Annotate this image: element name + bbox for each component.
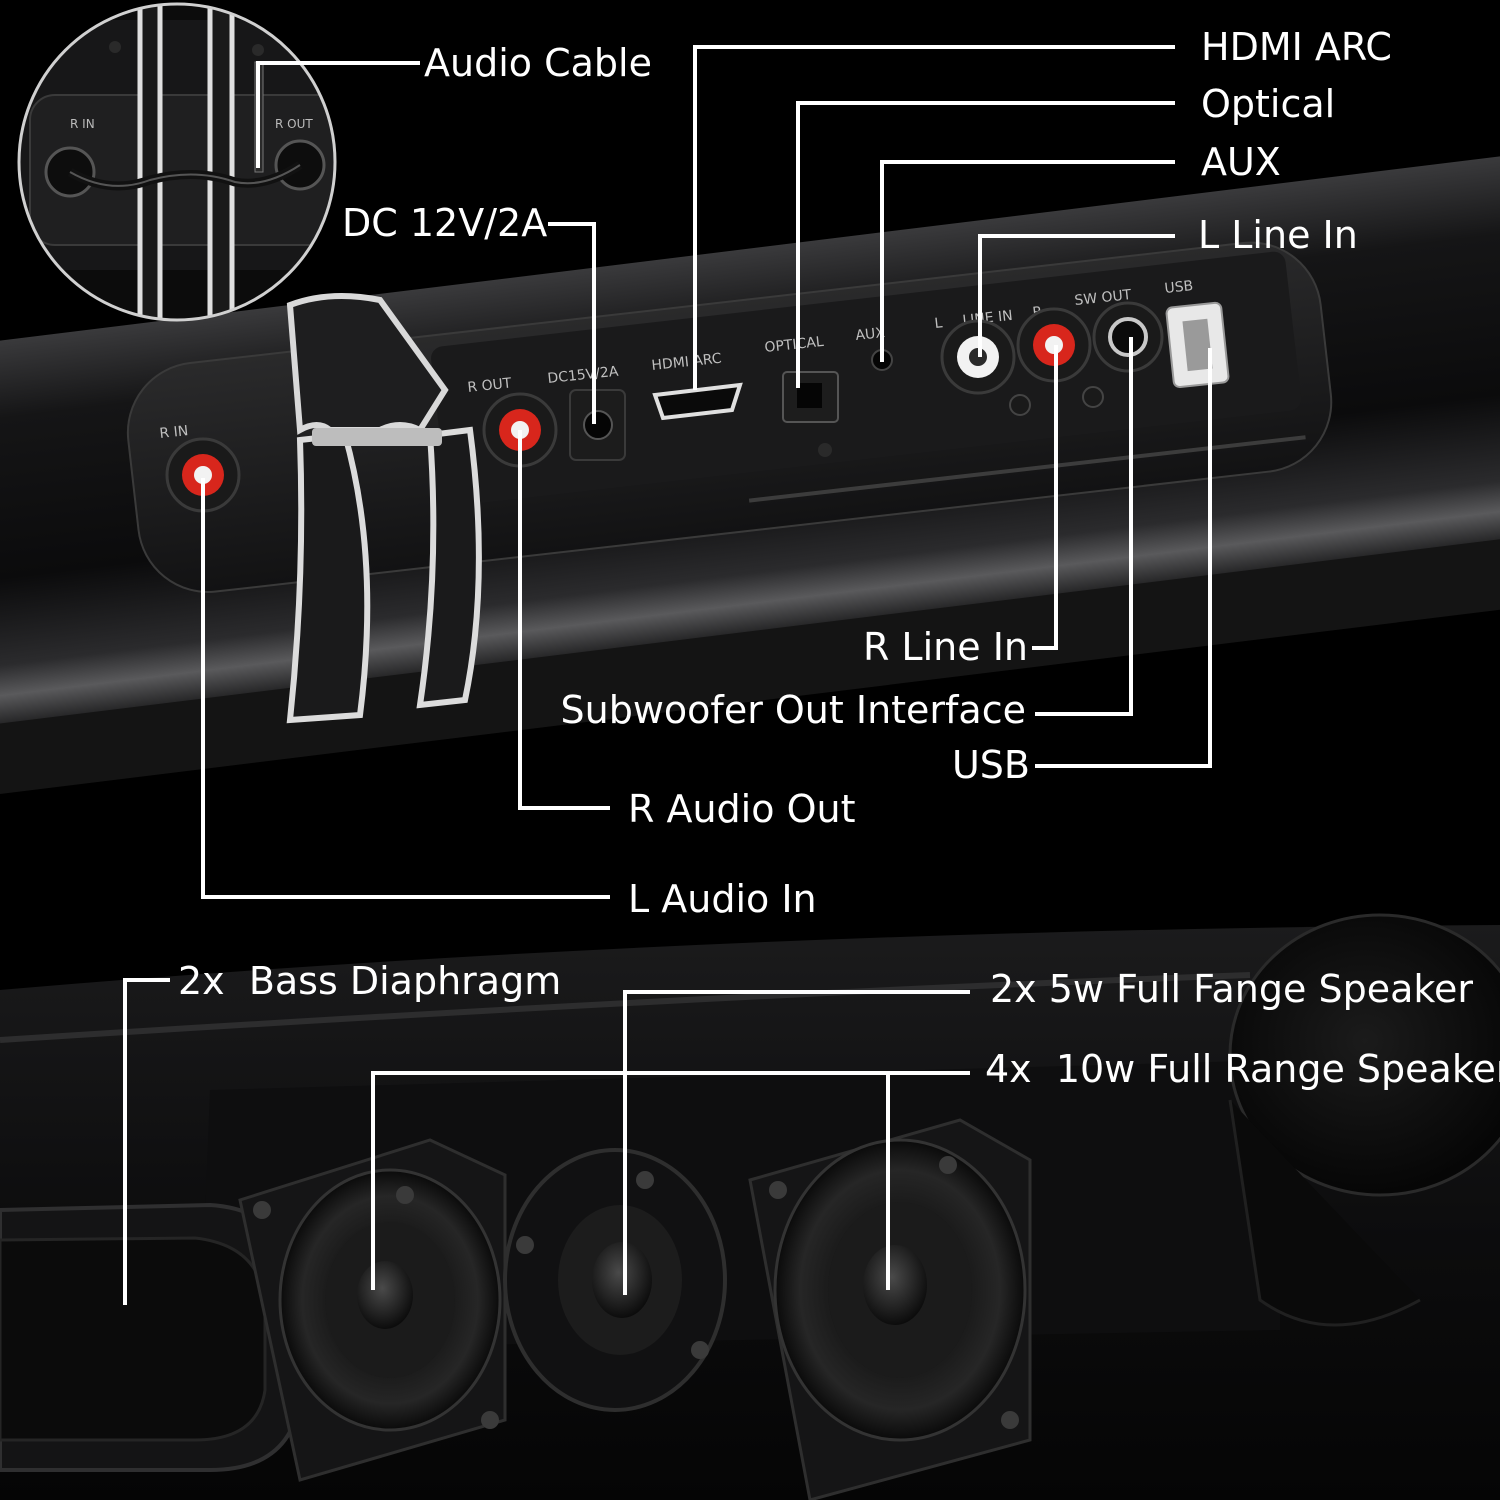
callout-subwoofer-out: Subwoofer Out Interface — [560, 688, 1026, 732]
subwoofer-out-port — [1092, 301, 1164, 373]
callout-usb: USB — [951, 743, 1030, 787]
hdmi-port — [652, 382, 743, 421]
screw-icon — [1009, 394, 1031, 416]
panel-label-r-in: R IN — [159, 423, 189, 442]
soundbar-end-cap — [1228, 913, 1500, 1327]
leader-dc-power — [548, 222, 596, 424]
callout-bass-diaphragm: 2x Bass Diaphragm — [178, 959, 562, 1003]
panel-label-dc: DC15V/2A — [547, 364, 620, 387]
audio-cable-inset: R IN R OUT — [17, 2, 337, 322]
panel-label-line-l: L — [934, 315, 944, 332]
leader-full-range-speaker — [371, 1071, 970, 1290]
full-fange-speaker-tweeter — [503, 1148, 727, 1412]
leader-r-line-in — [1032, 345, 1058, 650]
leader-subwoofer-out — [1035, 337, 1133, 716]
callout-l-line-in: L Line In — [1198, 213, 1358, 257]
callout-aux: AUX — [1201, 140, 1281, 184]
callout-hdmi-arc: HDMI ARC — [1201, 25, 1392, 69]
full-range-speaker-right — [748, 1118, 1032, 1500]
leader-l-audio-in — [201, 478, 610, 899]
leader-hdmi-arc — [693, 45, 1175, 390]
usb-port — [1165, 301, 1230, 389]
leader-optical — [796, 101, 1175, 388]
callout-r-audio-out: R Audio Out — [628, 787, 856, 831]
callout-full-fange-speaker: 2x 5w Full Fange Speaker — [990, 967, 1474, 1011]
leader-audio-cable — [256, 61, 420, 168]
leader-bass-diaphragm — [123, 978, 170, 1305]
full-range-speaker-left — [238, 1138, 507, 1482]
callout-full-range-speaker: 4x 10w Full Range Speaker — [985, 1047, 1500, 1091]
leader-r-audio-out — [518, 430, 610, 810]
panel-label-aux: AUX — [855, 325, 886, 344]
inset-label-r-out: R OUT — [275, 117, 313, 131]
callout-l-audio-in: L Audio In — [628, 877, 817, 921]
callout-optical: Optical — [1201, 82, 1336, 126]
panel-label-optical: OPTICAL — [764, 334, 825, 356]
leader-aux — [880, 160, 1175, 362]
screw-icon — [1082, 386, 1104, 408]
callout-dc-power: DC 12V/2A — [342, 201, 548, 245]
mounting-bracket — [286, 293, 482, 724]
bass-diaphragm — [0, 1202, 302, 1472]
leader-usb — [1035, 348, 1212, 768]
dc-power-port — [569, 389, 626, 461]
callout-r-line-in: R Line In — [862, 625, 1028, 669]
leader-l-line-in — [978, 234, 1175, 357]
panel-label-r-out: R OUT — [467, 375, 513, 396]
inset-label-r-in: R IN — [70, 117, 95, 131]
panel-label-hdmi: HDMI ARC — [651, 351, 723, 374]
callout-leader-lines — [123, 45, 1212, 1305]
panel-label-usb: USB — [1164, 278, 1194, 297]
leader-full-fange-speaker — [623, 990, 970, 1295]
callout-audio-cable: Audio Cable — [424, 41, 652, 85]
